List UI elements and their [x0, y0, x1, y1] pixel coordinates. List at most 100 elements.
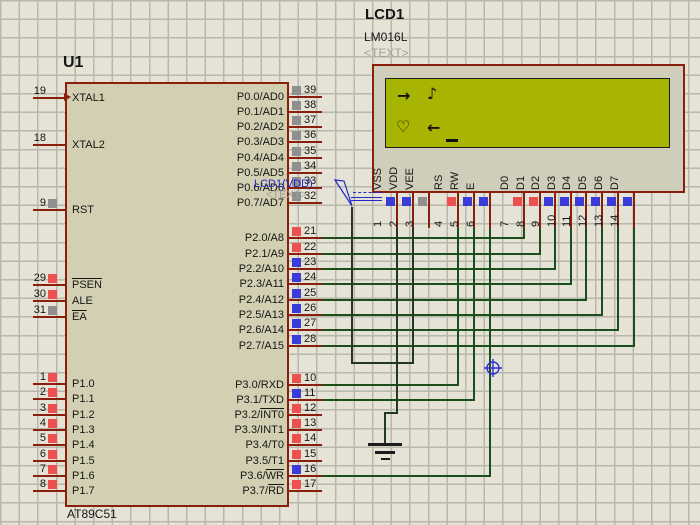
lcd-pin-wire-6[interactable] [489, 193, 491, 228]
wire-p2-1-d1[interactable] [320, 228, 541, 255]
pin-wire-22[interactable] [289, 253, 322, 255]
chip-part-label[interactable]: AT89C51 [67, 507, 117, 521]
lcd-pin-wire-9[interactable] [554, 193, 556, 228]
ground-symbol-bar[interactable] [375, 451, 395, 454]
lcd-pin-wire-2[interactable] [412, 193, 414, 228]
pin-wire-7[interactable] [33, 475, 65, 477]
pin-wire-26[interactable] [289, 314, 322, 316]
pin-number: 37 [304, 114, 317, 126]
pin-wire-30[interactable] [33, 300, 65, 302]
wire-p2-3-d3[interactable] [320, 228, 572, 285]
pin-wire-33[interactable] [289, 187, 322, 189]
lcd-pin-wire-4[interactable] [457, 193, 459, 228]
pin-label: P0.0/AD0 [236, 91, 284, 103]
pin-wire-25[interactable] [289, 299, 322, 301]
pin-wire-27[interactable] [289, 329, 322, 331]
pin-number: 3 [39, 402, 46, 414]
pin-wire-12[interactable] [289, 414, 322, 416]
lcd-pin-wire-3[interactable] [428, 193, 430, 228]
lcd-screen-glyph: → [397, 86, 411, 105]
lcd-pin-wire-12[interactable] [601, 193, 603, 228]
pin-wire-37[interactable] [289, 126, 322, 128]
net-label-lcd1-vdd[interactable]: LCD1(VDD) [254, 178, 313, 190]
wire-p2-7-d7[interactable] [320, 228, 635, 347]
pin-wire-36[interactable] [289, 141, 322, 143]
lcd-pin-wire-11[interactable] [585, 193, 587, 228]
pin-label: P0.3/AD3 [236, 136, 284, 148]
lcd-pin-wire-8[interactable] [539, 193, 541, 228]
pin-wire-28[interactable] [289, 345, 322, 347]
pin-state-square [607, 197, 616, 206]
pin-wire-16[interactable] [289, 475, 322, 477]
lcd-ref-label[interactable]: LCD1 [365, 6, 405, 23]
pin-number: 32 [304, 190, 317, 202]
lcd-pin-wire-1[interactable] [396, 193, 398, 228]
wire-p2-6-d6[interactable] [320, 228, 619, 331]
pin-wire-6[interactable] [33, 460, 65, 462]
pin-wire-5[interactable] [33, 444, 65, 446]
lcd-pin-wire-7[interactable] [523, 193, 525, 228]
pin-wire-10[interactable] [289, 384, 322, 386]
ground-symbol-bar[interactable] [381, 458, 390, 460]
lcd-pin-wire-13[interactable] [617, 193, 619, 228]
pin-number: 33 [304, 175, 317, 187]
wire-p2-5-d5[interactable] [320, 228, 603, 316]
chip-ref-label[interactable]: U1 [63, 54, 84, 71]
origin-crosshair-icon [484, 359, 502, 377]
pin-wire-13[interactable] [289, 429, 322, 431]
wire-p2-4-d4[interactable] [320, 228, 587, 301]
pin-state-square [48, 450, 57, 459]
pin-wire-35[interactable] [289, 157, 322, 159]
pin-wire-3[interactable] [33, 414, 65, 416]
pin-label: P3.1/TXD [236, 394, 284, 406]
pin-state-square [292, 465, 301, 474]
pin-wire-2[interactable] [33, 398, 65, 400]
wire-p3-6-e[interactable] [320, 228, 491, 477]
lcd-pin-label: RS [433, 174, 445, 190]
pin-wire-34[interactable] [289, 172, 322, 174]
pin-wire-8[interactable] [33, 490, 65, 492]
ground-symbol-bar[interactable] [368, 443, 402, 446]
pin-wire-32[interactable] [289, 202, 322, 204]
wire-p3-0-rs[interactable] [320, 228, 459, 386]
pin-state-square [48, 388, 57, 397]
lcd-part-label[interactable]: LM016L [364, 30, 408, 44]
pin-wire-1[interactable] [33, 383, 65, 385]
pin-state-square [292, 374, 301, 383]
lcd-pin-wire-10[interactable] [570, 193, 572, 228]
pin-wire-21[interactable] [289, 237, 322, 239]
pin-wire-23[interactable] [289, 268, 322, 270]
pin-state-square [292, 319, 301, 328]
pin-wire-19[interactable] [33, 97, 65, 99]
pin-wire-17[interactable] [289, 490, 322, 492]
pin-wire-18[interactable] [33, 144, 65, 146]
pin-wire-9[interactable] [33, 209, 65, 211]
pin-wire-31[interactable] [33, 316, 65, 318]
pin-wire-15[interactable] [289, 460, 322, 462]
pin-wire-39[interactable] [289, 96, 322, 98]
pin-wire-24[interactable] [289, 283, 322, 285]
lcd-pin-wire-14[interactable] [633, 193, 635, 228]
wire-p2-2-d2[interactable] [320, 228, 556, 270]
pin-state-square [292, 450, 301, 459]
wire-p3-1-rw[interactable] [320, 228, 475, 401]
lcd-pin-label: VDD [388, 166, 400, 190]
pin-wire-38[interactable] [289, 111, 322, 113]
lcd-screen-glyph: ♪ [427, 84, 438, 103]
wire-vss-gnd[interactable] [384, 228, 398, 444]
pin-wire-14[interactable] [289, 444, 322, 446]
power-terminal-icon[interactable] [334, 178, 356, 210]
pin-label: RST [72, 204, 94, 216]
wire-p2-0-d0[interactable] [320, 228, 525, 239]
lcd-pin-wire-5[interactable] [473, 193, 475, 228]
pin-wire-4[interactable] [33, 429, 65, 431]
pin-number: 25 [304, 287, 317, 299]
pin-wire-29[interactable] [33, 284, 65, 286]
lcd-pin-number: 4 [433, 220, 445, 227]
pin-wire-11[interactable] [289, 399, 322, 401]
wire-vdd-power[interactable] [351, 207, 414, 364]
lcd-pin-number: 1 [372, 220, 384, 227]
chip-u1-body[interactable] [65, 82, 289, 507]
